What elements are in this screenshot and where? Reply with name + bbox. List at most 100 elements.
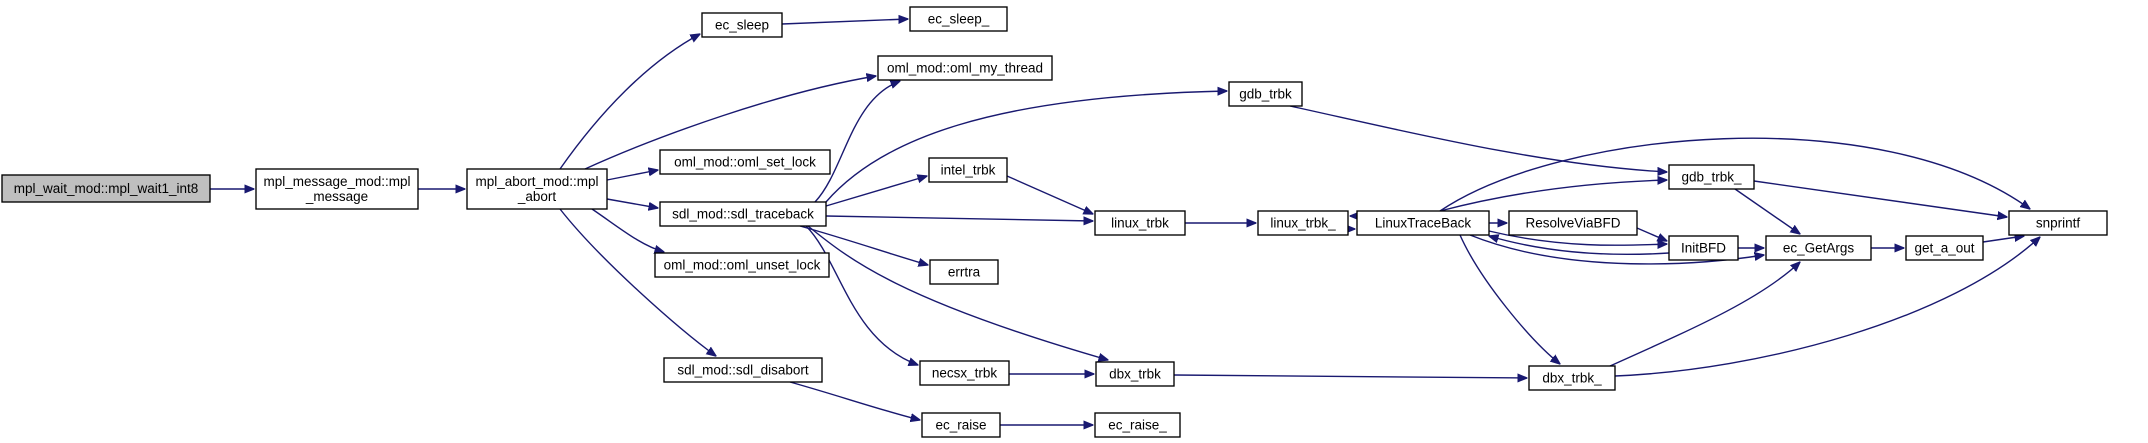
node-ecraise[interactable]: ec_raise bbox=[921, 412, 1001, 438]
edge-dbx_-to-snprintf bbox=[1614, 237, 2040, 377]
node-box[interactable] bbox=[1668, 164, 1755, 190]
edge-path bbox=[606, 170, 658, 181]
edge-path bbox=[1006, 175, 1093, 214]
node-box[interactable] bbox=[921, 412, 1001, 438]
node-unsetlock[interactable]: oml_mod::oml_unset_lock bbox=[654, 252, 830, 278]
edge-ltb-to-dbx_ bbox=[1459, 234, 1560, 364]
node-label: dbx_trbk bbox=[1109, 367, 1161, 382]
node-ecsleep[interactable]: ec_sleep bbox=[701, 12, 783, 38]
edge-gdb-to-gdb_ bbox=[1289, 105, 1667, 172]
node-box[interactable] bbox=[1356, 210, 1490, 236]
node-box[interactable] bbox=[1, 174, 211, 203]
node-box[interactable] bbox=[1905, 235, 1984, 261]
edge-ltb-to-initbfd bbox=[1488, 230, 1667, 245]
node-traceback[interactable]: sdl_mod::sdl_traceback bbox=[659, 201, 827, 227]
edge-path bbox=[1636, 227, 1667, 241]
edge-path bbox=[1734, 188, 1800, 234]
node-box[interactable] bbox=[1765, 235, 1872, 261]
node-necsx[interactable]: necsx_trbk bbox=[919, 360, 1010, 386]
node-wait[interactable]: mpl_wait_mod::mpl_wait1_int8 bbox=[1, 174, 211, 203]
edge-abort-to-setlock bbox=[606, 170, 658, 181]
node-box[interactable] bbox=[659, 149, 831, 175]
edge-intel-to-linux bbox=[1006, 175, 1093, 214]
edge-ltb-to-snprintf bbox=[1439, 137, 2030, 212]
node-initbfd[interactable]: InitBFD bbox=[1668, 235, 1739, 261]
node-label: necsx_trbk bbox=[932, 366, 998, 381]
node-label: errtra bbox=[948, 265, 981, 280]
node-box[interactable] bbox=[928, 157, 1008, 183]
call-edges bbox=[210, 19, 2040, 425]
node-label: _abort bbox=[517, 189, 557, 204]
node-box[interactable] bbox=[1228, 81, 1303, 107]
edge-path bbox=[559, 208, 716, 356]
node-label: oml_mod::oml_set_lock bbox=[674, 155, 816, 170]
edge-getaout-to-snprintf bbox=[1982, 236, 2024, 243]
node-thread[interactable]: oml_mod::oml_my_thread bbox=[877, 55, 1053, 81]
node-box[interactable] bbox=[1528, 365, 1616, 391]
node-box[interactable] bbox=[1668, 235, 1739, 261]
node-box[interactable] bbox=[659, 201, 827, 227]
node-disabort[interactable]: sdl_mod::sdl_disabort bbox=[663, 357, 823, 383]
node-label: mpl_wait_mod::mpl_wait1_int8 bbox=[14, 181, 199, 196]
node-label: linux_trbk_ bbox=[1270, 216, 1336, 231]
node-abort[interactable]: mpl_abort_mod::mpl_abort bbox=[466, 168, 608, 210]
node-box[interactable] bbox=[701, 12, 783, 38]
node-snprintf[interactable]: snprintf bbox=[2008, 210, 2108, 236]
node-label: gdb_trbk bbox=[1239, 87, 1292, 102]
node-box[interactable] bbox=[909, 6, 1008, 32]
edge-path bbox=[606, 198, 658, 208]
node-getargs[interactable]: ec_GetArgs bbox=[1765, 235, 1872, 261]
node-intel[interactable]: intel_trbk bbox=[928, 157, 1008, 183]
node-resolve[interactable]: ResolveViaBFD bbox=[1508, 210, 1638, 236]
node-box[interactable] bbox=[654, 252, 830, 278]
node-box[interactable] bbox=[1094, 210, 1186, 236]
edge-traceback-to-necsx bbox=[805, 225, 918, 365]
edge-path bbox=[1609, 262, 1800, 367]
call-nodes: mpl_wait_mod::mpl_wait1_int8 mpl_message_… bbox=[1, 6, 2108, 438]
node-gdb_[interactable]: gdb_trbk_ bbox=[1668, 164, 1755, 190]
edge-path bbox=[1488, 230, 1667, 245]
node-label: get_a_out bbox=[1914, 241, 1974, 256]
node-msg[interactable]: mpl_message_mod::mpl_message bbox=[255, 168, 419, 210]
edge-traceback-to-linux bbox=[825, 215, 1093, 221]
edge-path bbox=[559, 34, 700, 170]
node-linux[interactable]: linux_trbk bbox=[1094, 210, 1186, 236]
node-box[interactable] bbox=[919, 360, 1010, 386]
node-box[interactable] bbox=[877, 55, 1053, 81]
node-box[interactable] bbox=[1508, 210, 1638, 236]
node-label: intel_trbk bbox=[941, 163, 996, 178]
node-box[interactable] bbox=[2008, 210, 2108, 236]
node-ecraise_[interactable]: ec_raise_ bbox=[1094, 412, 1181, 438]
node-linux_[interactable]: linux_trbk_ bbox=[1257, 210, 1349, 236]
node-box[interactable] bbox=[255, 168, 419, 210]
node-dbx_[interactable]: dbx_trbk_ bbox=[1528, 365, 1616, 391]
node-errtra[interactable]: errtra bbox=[929, 259, 999, 285]
edge-path bbox=[584, 76, 876, 170]
edge-path bbox=[1439, 137, 2030, 212]
edge-path bbox=[1289, 105, 1667, 172]
edge-resolve-to-initbfd bbox=[1636, 227, 1667, 241]
edge-path bbox=[825, 91, 1227, 203]
node-box[interactable] bbox=[1257, 210, 1349, 236]
node-label: ec_GetArgs bbox=[1783, 241, 1855, 256]
node-ltb[interactable]: LinuxTraceBack bbox=[1356, 210, 1490, 236]
node-box[interactable] bbox=[1094, 412, 1181, 438]
edge-path bbox=[1982, 236, 2024, 243]
edge-path bbox=[789, 381, 920, 420]
node-setlock[interactable]: oml_mod::oml_set_lock bbox=[659, 149, 831, 175]
node-box[interactable] bbox=[466, 168, 608, 210]
edge-abort-to-disabort bbox=[559, 208, 716, 356]
node-getaout[interactable]: get_a_out bbox=[1905, 235, 1984, 261]
node-box[interactable] bbox=[663, 357, 823, 383]
node-label: oml_mod::oml_my_thread bbox=[887, 61, 1043, 76]
edge-path bbox=[805, 225, 918, 365]
edge-gdb_-to-snprintf bbox=[1753, 180, 2007, 217]
edge-path bbox=[825, 215, 1093, 221]
edge-path bbox=[1439, 180, 1667, 212]
node-box[interactable] bbox=[929, 259, 999, 285]
node-box[interactable] bbox=[1095, 361, 1175, 387]
node-gdb[interactable]: gdb_trbk bbox=[1228, 81, 1303, 107]
node-dbx[interactable]: dbx_trbk bbox=[1095, 361, 1175, 387]
node-ecsleep_[interactable]: ec_sleep_ bbox=[909, 6, 1008, 32]
